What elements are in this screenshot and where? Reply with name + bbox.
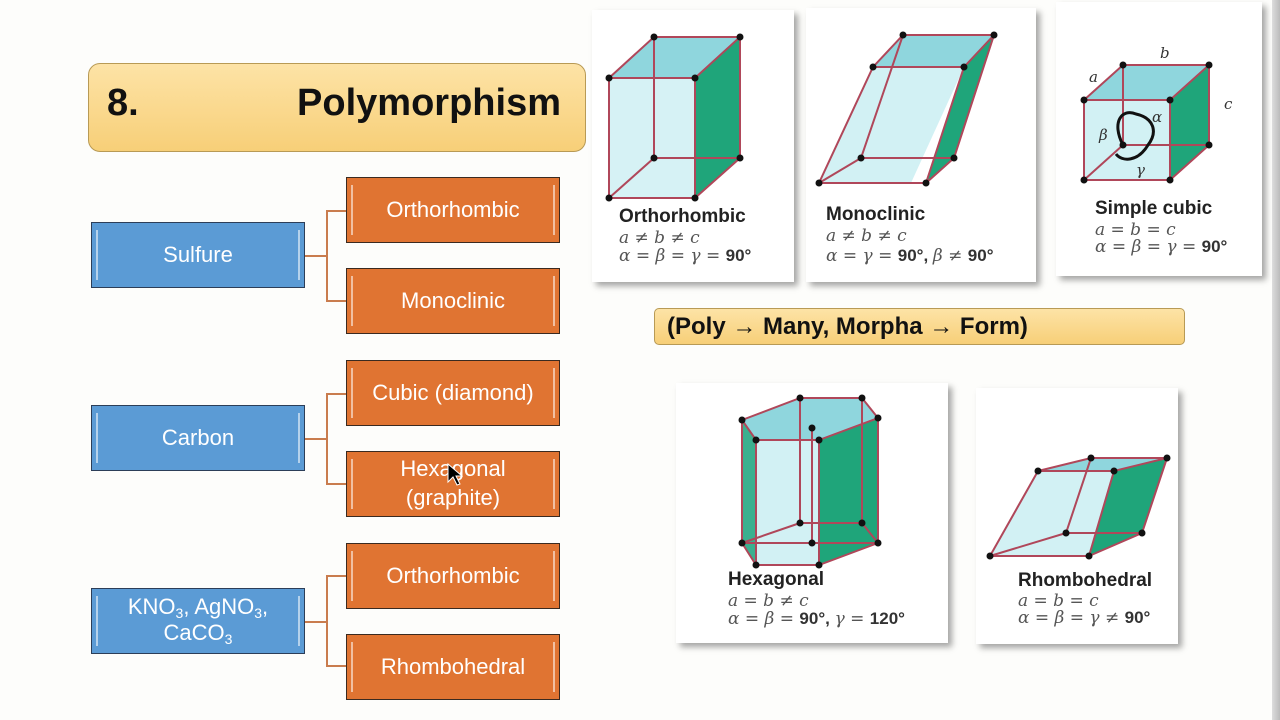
child-label: Orthorhombic xyxy=(386,562,520,588)
card-angles: α = β = γ = 90° xyxy=(619,246,752,266)
svg-text:a: a xyxy=(1089,68,1098,86)
card-title: Simple cubic xyxy=(1095,198,1213,219)
child-box-rhombohedral: Rhombohedral xyxy=(346,634,560,700)
card-title: Rhombohedral xyxy=(1018,570,1153,591)
child-label: Monoclinic xyxy=(401,287,505,313)
connector xyxy=(305,621,327,623)
card-angles: α = β = γ = 90° xyxy=(1095,237,1228,257)
svg-text:α: α xyxy=(1152,108,1162,126)
connector xyxy=(326,210,328,302)
card-angles: α = β = 90°, γ = 120° xyxy=(728,609,905,629)
slide-title-box: 8. Polymorphism xyxy=(88,63,586,152)
connector xyxy=(326,393,346,395)
card-lengths: a = b = c xyxy=(1018,591,1099,611)
slide-title: Polymorphism xyxy=(297,82,561,124)
child-box-hexagonal-graphite: Hexagonal (graphite) xyxy=(346,451,560,517)
connector xyxy=(326,393,328,485)
connector xyxy=(326,575,346,577)
child-label: Rhombohedral xyxy=(380,653,526,679)
monoclinic-cell-icon xyxy=(815,31,998,187)
child-box-orthorhombic: Orthorhombic xyxy=(346,177,560,243)
orthorhombic-cell-icon xyxy=(605,33,744,202)
crystal-card-rhombohedral: Rhombohedral a = b = c α = β = γ ≠ 90° xyxy=(976,388,1178,644)
crystal-card-simple-cubic: a b c α β γ Simple cubic a = b = c α = β… xyxy=(1056,2,1262,276)
connector xyxy=(326,210,346,212)
child-label: Cubic (diamond) xyxy=(372,379,534,405)
connector xyxy=(305,438,327,440)
card-title: Orthorhombic xyxy=(619,206,746,227)
connector xyxy=(326,575,328,667)
card-lengths: a = b = c xyxy=(1095,220,1176,240)
parent-box-nitrates-carbonate: KNO3, AgNO3, CaCO3 xyxy=(91,588,305,654)
etymology-box: (Poly → Many, Morpha → Form) xyxy=(654,308,1185,345)
card-title: Hexagonal xyxy=(728,569,825,590)
card-lengths: a ≠ b ≠ c xyxy=(826,226,907,246)
card-lengths: a = b ≠ c xyxy=(728,591,809,611)
card-lengths: a ≠ b ≠ c xyxy=(619,228,700,248)
child-box-monoclinic: Monoclinic xyxy=(346,268,560,334)
svg-text:β: β xyxy=(1098,126,1108,144)
parent-box-sulfure: Sulfure xyxy=(91,222,305,288)
svg-text:b: b xyxy=(1160,44,1170,62)
crystal-card-hexagonal: Hexagonal a = b ≠ c α = β = 90°, γ = 120… xyxy=(676,383,948,643)
slide-number: 8. xyxy=(107,82,139,124)
crystal-card-monoclinic: Monoclinic a ≠ b ≠ c α = γ = 90°, β ≠ 90… xyxy=(806,8,1036,282)
simple-cubic-cell-icon: a b c α β γ xyxy=(1080,44,1233,184)
parent-label: KNO3, AgNO3, CaCO3 xyxy=(127,593,269,647)
rhombohedral-cell-icon xyxy=(986,454,1171,560)
connector xyxy=(305,255,327,257)
card-title: Monoclinic xyxy=(826,204,926,225)
svg-text:γ: γ xyxy=(1136,161,1145,179)
adjacent-slide-edge xyxy=(1272,0,1280,720)
child-box-orthorhombic-2: Orthorhombic xyxy=(346,543,560,609)
mouse-cursor-icon xyxy=(447,463,463,486)
parent-label: Carbon xyxy=(161,424,235,450)
connector xyxy=(326,483,346,485)
crystal-card-orthorhombic: Orthorhombic a ≠ b ≠ c α = β = γ = 90° xyxy=(592,10,794,282)
card-angles: α = β = γ ≠ 90° xyxy=(1018,608,1151,628)
card-angles: α = γ = 90°, β ≠ 90° xyxy=(826,246,994,266)
connector xyxy=(326,665,346,667)
parent-label: Sulfure xyxy=(163,241,233,267)
hexagonal-cell-icon xyxy=(738,394,882,569)
child-label: Orthorhombic xyxy=(386,196,520,222)
child-box-cubic-diamond: Cubic (diamond) xyxy=(346,360,560,426)
svg-text:c: c xyxy=(1224,95,1233,113)
parent-box-carbon: Carbon xyxy=(91,405,305,471)
connector xyxy=(326,300,346,302)
